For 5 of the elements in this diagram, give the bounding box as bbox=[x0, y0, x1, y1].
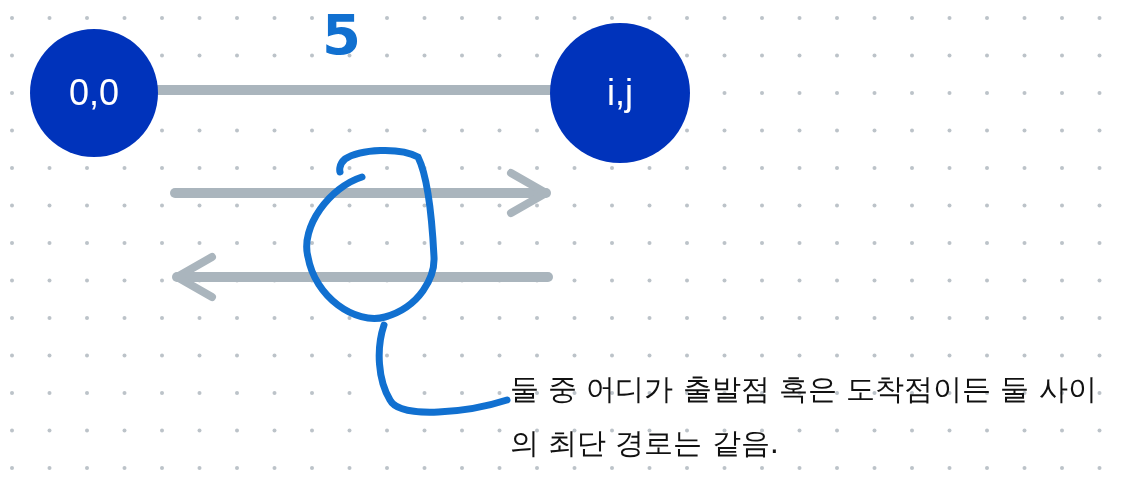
leader-line bbox=[375, 321, 511, 416]
node-circle: i,j bbox=[550, 23, 690, 163]
note-text: 둘 중 어디가 출발점 혹은 도착점이든 둘 사이의 최단 경로는 같음. bbox=[510, 362, 1110, 472]
node-circle: 0,0 bbox=[30, 29, 158, 157]
edge-label: 5 bbox=[322, 2, 361, 68]
